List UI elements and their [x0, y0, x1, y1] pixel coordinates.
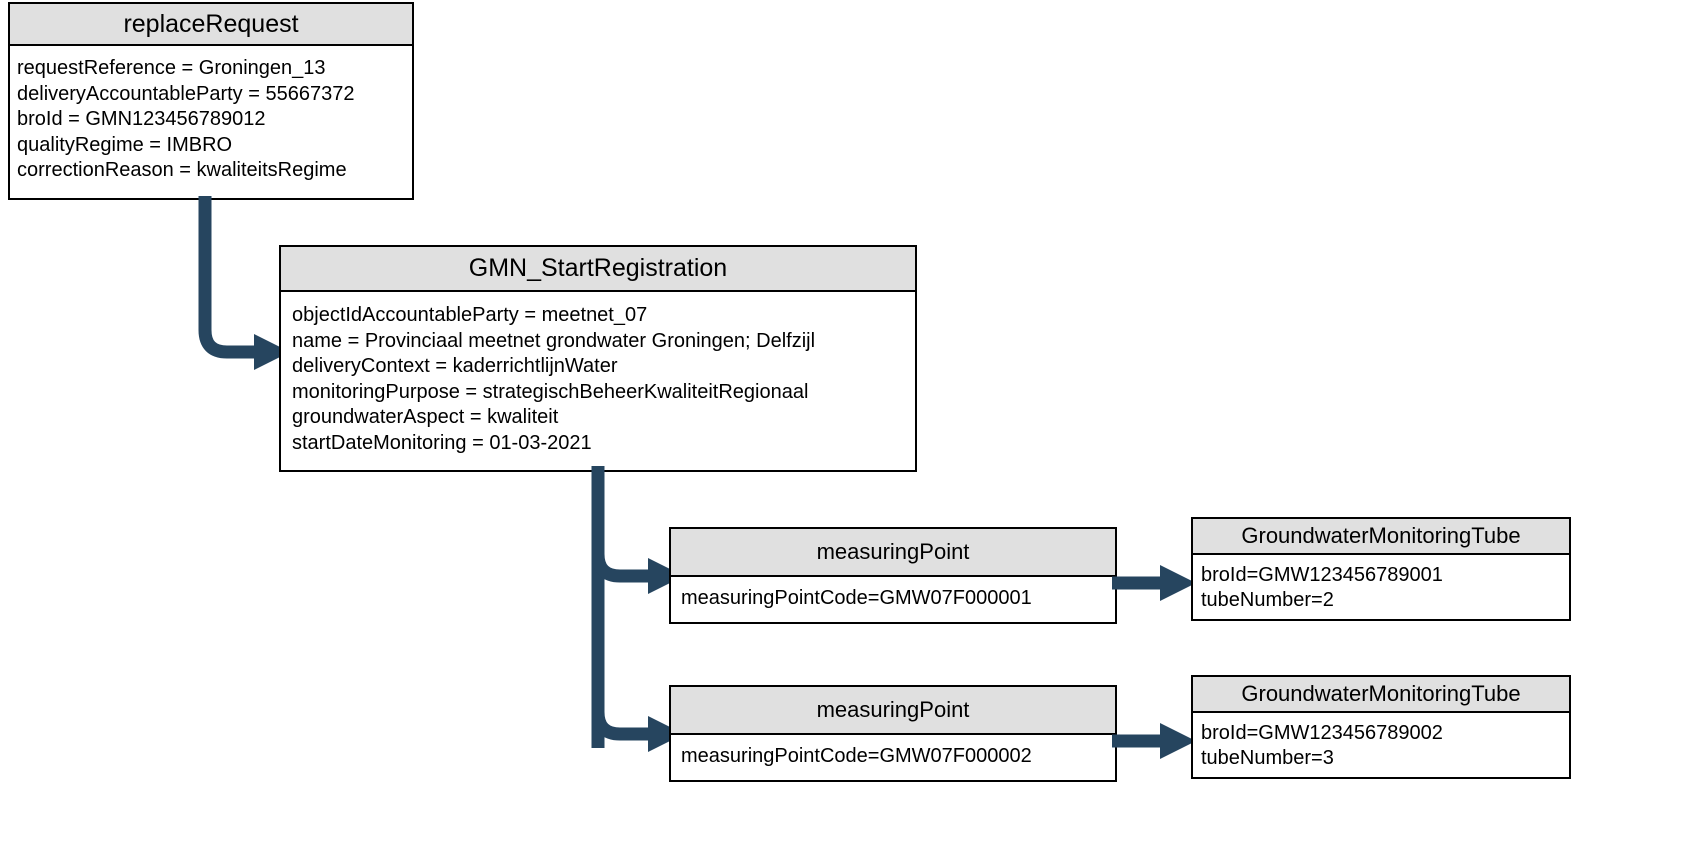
object-box-groundwater-monitoring-tube-1[interactable]: GroundwaterMonitoringTube broId=GMW12345…: [1191, 517, 1571, 621]
box-body-groundwater-monitoring-tube-1: broId=GMW123456789001 tubeNumber=2: [1193, 555, 1569, 613]
attribute-bro-id: broId=GMW123456789002: [1201, 722, 1443, 744]
attribute-name: name = Provinciaal meetnet grondwater Gr…: [292, 329, 816, 352]
attribute-measuring-point-code: measuringPointCode=GMW07F000002: [681, 745, 1032, 767]
attribute-measuring-point-code: measuringPointCode=GMW07F000001: [681, 587, 1032, 609]
box-title-groundwater-monitoring-tube-1: GroundwaterMonitoringTube: [1193, 519, 1569, 555]
box-body-measuring-point-1: measuringPointCode=GMW07F000001: [671, 577, 1115, 611]
attribute-tube-number: tubeNumber=2: [1201, 589, 1334, 611]
attribute-monitoring-purpose: monitoringPurpose = strategischBeheerKwa…: [292, 380, 809, 403]
connector-line: [198, 196, 258, 359]
box-body-measuring-point-2: measuringPointCode=GMW07F000002: [671, 735, 1115, 769]
attribute-correction-reason: correctionReason = kwaliteitsRegime: [17, 159, 347, 181]
box-title-measuring-point-2: measuringPoint: [671, 687, 1115, 735]
connector-branch-1: [591, 553, 652, 583]
attribute-start-date-monitoring: startDateMonitoring = 01-03-2021: [292, 431, 592, 454]
object-box-measuring-point-2[interactable]: measuringPoint measuringPointCode=GMW07F…: [669, 685, 1117, 782]
box-body-groundwater-monitoring-tube-2: broId=GMW123456789002 tubeNumber=3: [1193, 713, 1569, 771]
box-body-replace-request: requestReference = Groningen_13 delivery…: [10, 46, 412, 190]
box-body-gmn-start-registration: objectIdAccountableParty = meetnet_07 na…: [281, 292, 915, 462]
connector-measuring-point-1-to-monitoring-tube-1: [1112, 565, 1196, 601]
attribute-quality-regime: qualityRegime = IMBRO: [17, 133, 233, 156]
attribute-tube-number: tubeNumber=3: [1201, 747, 1334, 769]
attribute-groundwater-aspect: groundwaterAspect = kwaliteit: [292, 406, 559, 428]
box-title-measuring-point-1: measuringPoint: [671, 529, 1115, 577]
attribute-request-reference: requestReference = Groningen_13: [17, 57, 326, 79]
object-box-groundwater-monitoring-tube-2[interactable]: GroundwaterMonitoringTube broId=GMW12345…: [1191, 675, 1571, 779]
attribute-bro-id: broId = GMN123456789012: [17, 108, 266, 130]
box-title-gmn-start-registration: GMN_StartRegistration: [281, 247, 915, 292]
attribute-object-id-accountable-party: objectIdAccountableParty = meetnet_07: [292, 304, 648, 326]
box-title-replace-request: replaceRequest: [10, 4, 412, 46]
object-box-replace-request[interactable]: replaceRequest requestReference = Gronin…: [8, 2, 414, 200]
attribute-bro-id: broId=GMW123456789001: [1201, 564, 1443, 586]
box-title-groundwater-monitoring-tube-2: GroundwaterMonitoringTube: [1193, 677, 1569, 713]
object-box-measuring-point-1[interactable]: measuringPoint measuringPointCode=GMW07F…: [669, 527, 1117, 624]
connector-measuring-point-2-to-monitoring-tube-2: [1112, 723, 1196, 759]
attribute-delivery-context: deliveryContext = kaderrichtlijnWater: [292, 355, 618, 377]
connector-branch-2: [591, 711, 652, 741]
attribute-delivery-accountable-party: deliveryAccountableParty = 55667372: [17, 82, 355, 105]
object-box-gmn-start-registration[interactable]: GMN_StartRegistration objectIdAccountabl…: [279, 245, 917, 472]
